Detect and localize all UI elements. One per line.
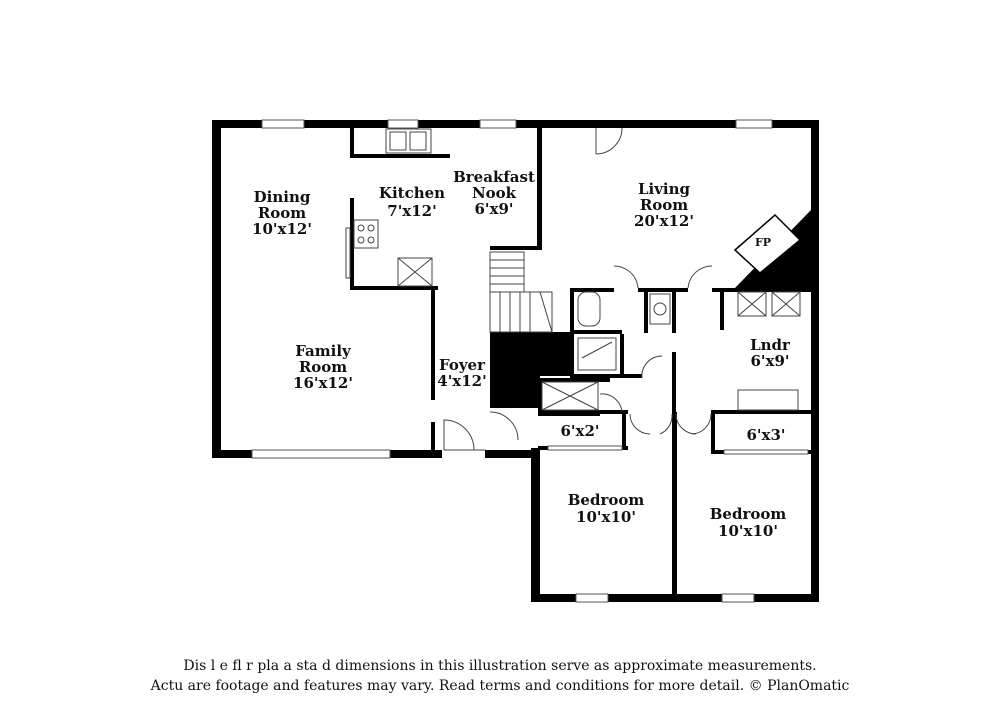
- closet-doors: [547, 445, 809, 455]
- room-labels: Dining Room 10'x12' Kitchen 7'x12' Break…: [252, 168, 791, 540]
- doors: [443, 127, 713, 451]
- kitchen-dims: 7'x12': [387, 202, 436, 220]
- laundry-appliances: [737, 291, 801, 411]
- laundry-dims: 6'x9': [750, 352, 789, 370]
- kitchen-fixtures: [345, 128, 433, 287]
- dining-room-dims: 10'x12': [252, 220, 312, 238]
- foyer-dims: 4'x12': [437, 372, 486, 390]
- breakfast-nook-name-2: Nook: [472, 184, 517, 202]
- family-room-dims: 16'x12': [293, 374, 353, 392]
- dining-room-name-1: Dining: [254, 188, 311, 206]
- bedroom-2-name: Bedroom: [710, 505, 787, 523]
- disclaimer-line-2: Actu are footage and features may vary. …: [150, 678, 850, 694]
- family-room-name-1: Family: [295, 342, 352, 360]
- disclaimer-line-1: Dis l e fl r pla a sta d dimensions in t…: [183, 658, 817, 674]
- stairs: [489, 251, 553, 333]
- kitchen-name: Kitchen: [379, 184, 445, 202]
- bedroom-1-dims: 10'x10': [576, 508, 636, 526]
- windows: [251, 119, 773, 603]
- breakfast-nook-name-1: Breakfast: [453, 168, 535, 186]
- fireplace: FP: [733, 210, 811, 288]
- family-room-name-2: Room: [299, 358, 347, 376]
- closet-2-dims: 6'x3': [746, 426, 785, 444]
- bath-fixtures: [541, 291, 671, 411]
- dining-room-name-2: Room: [258, 204, 306, 222]
- living-room-dims: 20'x12': [634, 212, 694, 230]
- closet-1-dims: 6'x2': [560, 422, 599, 440]
- breakfast-nook-dims: 6'x9': [474, 200, 513, 218]
- living-room-name-1: Living: [638, 180, 691, 198]
- bedroom-2-dims: 10'x10': [718, 522, 778, 540]
- living-room-name-2: Room: [640, 196, 688, 214]
- fireplace-label: FP: [755, 236, 771, 249]
- laundry-name: Lndr: [750, 336, 791, 354]
- foyer-name: Foyer: [439, 356, 486, 374]
- bedroom-1-name: Bedroom: [568, 491, 645, 509]
